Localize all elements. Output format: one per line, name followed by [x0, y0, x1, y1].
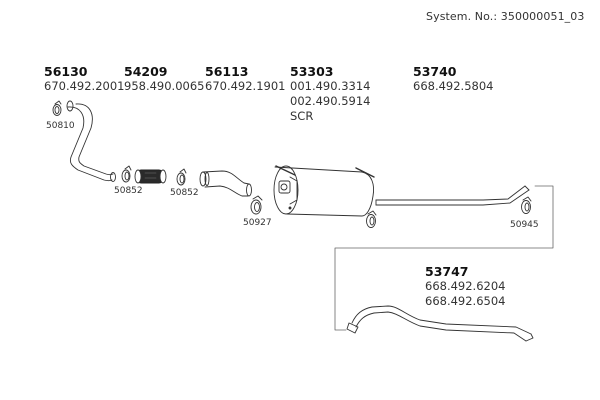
- part-number: 53303: [290, 64, 334, 79]
- part-code: 670.492.1901: [205, 79, 286, 93]
- clamp-50852-icon[interactable]: [121, 165, 132, 183]
- clamp-50852-icon[interactable]: [176, 168, 187, 186]
- part-code: 668.492.6504: [425, 294, 506, 308]
- part-code: 001.490.3314: [290, 79, 371, 93]
- clamp-label-50945: 50945: [510, 220, 539, 230]
- clamp-label-50810: 50810: [46, 121, 75, 131]
- part-label-53740[interactable]: 53740 668.492.5804: [413, 64, 493, 94]
- clamp-50810-icon[interactable]: [52, 100, 62, 116]
- part-code: 668.492.5804: [413, 79, 494, 93]
- rear-pipe-53740[interactable]: [375, 185, 530, 206]
- flex-hose-54209[interactable]: [134, 169, 167, 184]
- clamp-label-50927: 50927: [243, 218, 272, 228]
- clamp-50927-icon[interactable]: [250, 195, 263, 215]
- part-label-56130[interactable]: 56130 670.492.2001: [44, 64, 124, 94]
- part-label-53747[interactable]: 53747 668.492.6204 668.492.6504: [425, 264, 505, 309]
- part-label-56113[interactable]: 56113 670.492.1901: [205, 64, 285, 94]
- front-pipe-56130[interactable]: [66, 100, 116, 182]
- intermediate-pipe-56113[interactable]: [199, 170, 252, 197]
- part-number: 53747: [425, 264, 469, 279]
- silencer-53303[interactable]: [273, 165, 375, 217]
- part-code: 670.492.2001: [44, 79, 125, 93]
- part-code: 668.492.6204: [425, 279, 506, 293]
- part-number: 56113: [205, 64, 249, 79]
- part-label-53303[interactable]: 53303 001.490.3314 002.490.5914 SCR: [290, 64, 370, 124]
- part-number: 56130: [44, 64, 88, 79]
- part-code: 958.490.0065: [124, 79, 205, 93]
- clamp-label-50852: 50852: [170, 188, 199, 198]
- part-number: 53740: [413, 64, 457, 79]
- connector-line: [334, 185, 554, 331]
- part-number: 54209: [124, 64, 168, 79]
- part-code: SCR: [290, 109, 314, 123]
- tailpipe-53747[interactable]: [346, 305, 534, 342]
- clamp-label-50852: 50852: [114, 186, 143, 196]
- part-code: 002.490.5914: [290, 94, 371, 108]
- part-label-54209[interactable]: 54209 958.490.0065: [124, 64, 204, 94]
- clamp-icon[interactable]: [366, 210, 377, 228]
- pipe-flange: [66, 100, 74, 112]
- system-number: System. No.: 350000051_03: [426, 10, 585, 23]
- clamp-50945-icon[interactable]: [521, 196, 532, 214]
